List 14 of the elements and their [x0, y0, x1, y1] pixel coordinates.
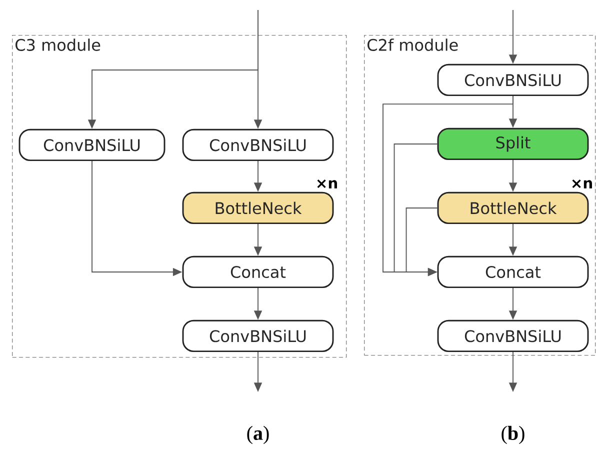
panel-label: (b)	[502, 426, 524, 444]
process-box: Concat	[182, 256, 334, 288]
process-box: ConvBNSiLU	[437, 64, 589, 96]
process-box: ConvBNSiLU	[18, 128, 166, 162]
process-box: Concat	[437, 256, 589, 288]
split-box: Split	[437, 128, 589, 160]
process-box: ConvBNSiLU	[182, 320, 334, 352]
repeat-mark: ×n	[572, 179, 592, 188]
bottleneck-box: BottleNeck	[437, 192, 589, 224]
repeat-mark: ×n	[317, 179, 337, 188]
bottleneck-box: BottleNeck	[182, 192, 334, 224]
process-box: ConvBNSiLU	[182, 128, 334, 162]
panel-label: (a)	[247, 426, 269, 444]
process-box: ConvBNSiLU	[437, 320, 589, 352]
